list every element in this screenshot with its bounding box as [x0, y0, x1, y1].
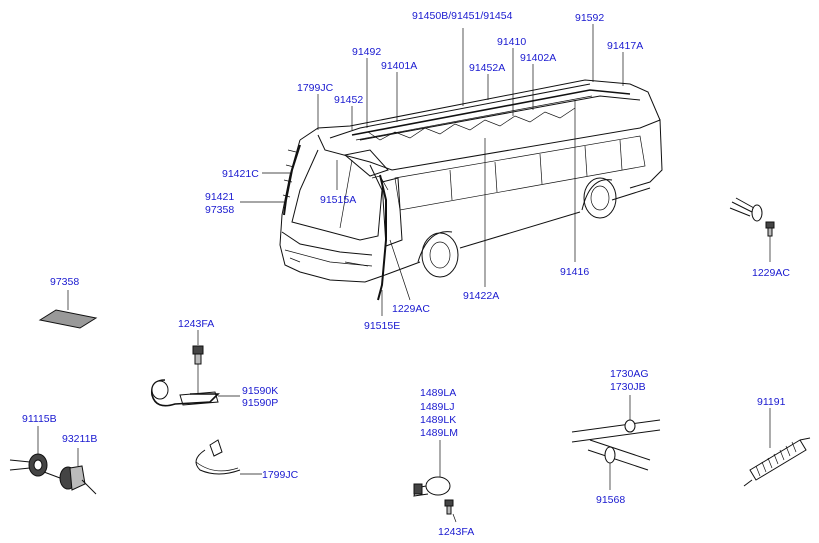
label-1489la: 1489LA [420, 387, 456, 399]
label-91410: 91410 [497, 36, 526, 48]
pad-97358-part [38, 290, 98, 329]
bus-leader-lines [240, 24, 624, 316]
label-91515a: 91515A [320, 194, 356, 206]
part-labels: 91450B/91451/91454 91592 91410 91417A 91… [22, 10, 790, 538]
label-1730ag: 1730AG [610, 368, 649, 380]
label-1229ac-bus: 1229AC [392, 303, 430, 315]
grommet-parts [9, 426, 97, 495]
label-91115b: 91115B [22, 413, 57, 425]
label-1243fa-bottom: 1243FA [438, 526, 474, 538]
label-91191: 91191 [757, 396, 786, 408]
label-91401a: 91401A [381, 60, 417, 72]
label-1489lm: 1489LM [420, 427, 458, 439]
label-1730jb: 1730JB [610, 381, 646, 393]
label-97358-bus: 97358 [205, 204, 234, 216]
label-91421: 91421 [205, 191, 234, 203]
tube-91191-part [743, 408, 811, 487]
label-91515e: 91515E [364, 320, 400, 332]
pipe-grommet-part [571, 395, 661, 490]
label-91416: 91416 [560, 266, 589, 278]
label-91452: 91452 [334, 94, 363, 106]
label-93211b: 93211B [62, 433, 97, 445]
label-91417a: 91417A [607, 40, 643, 52]
label-97358: 97358 [50, 276, 79, 288]
label-91592: 91592 [575, 12, 604, 24]
label-1229ac-screw: 1229AC [752, 267, 790, 279]
label-1243fa-top: 1243FA [178, 318, 214, 330]
clip-91590-part [150, 330, 240, 407]
label-91402a: 91402A [520, 52, 556, 64]
screw-1229ac-detail [729, 197, 775, 262]
label-91590p: 91590P [242, 397, 278, 409]
label-91450b: 91450B/91451/91454 [412, 10, 513, 22]
label-91568: 91568 [596, 494, 625, 506]
clip-1799jc-part [195, 439, 262, 475]
label-1489lj: 1489LJ [420, 401, 454, 413]
bus-illustration [279, 79, 663, 301]
label-91452a: 91452A [469, 62, 505, 74]
label-91492: 91492 [352, 46, 381, 58]
label-91590k: 91590K [242, 385, 278, 397]
label-1489lk: 1489LK [420, 414, 456, 426]
label-1799jc-bus: 1799JC [297, 82, 334, 94]
label-91421c: 91421C [222, 168, 259, 180]
label-1799jc: 1799JC [262, 469, 299, 481]
clamp-1489-part [413, 440, 457, 523]
label-91422a: 91422A [463, 290, 499, 302]
